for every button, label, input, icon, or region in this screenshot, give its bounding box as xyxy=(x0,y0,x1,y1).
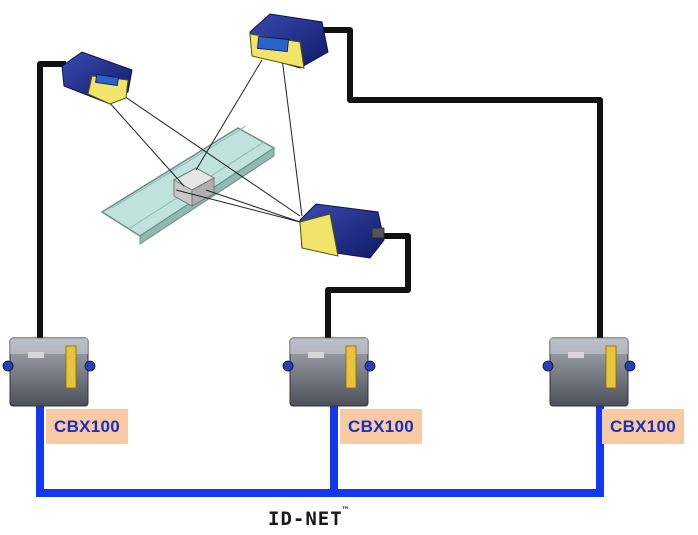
id-net-label: ID-NET™ xyxy=(268,506,350,530)
id-net-text: ID-NET xyxy=(268,508,343,530)
package-box xyxy=(172,167,216,207)
trademark-mark: ™ xyxy=(342,506,350,516)
scan-beams xyxy=(99,57,303,223)
id-net-bus xyxy=(36,400,604,497)
cbx100-label-left: CBX100 xyxy=(46,409,129,444)
cbx100-box-left xyxy=(2,337,96,407)
scanner-top-center xyxy=(249,13,329,69)
cbx100-label-right: CBX100 xyxy=(602,409,685,444)
scanner-top-left xyxy=(61,51,133,105)
cbx100-box-center xyxy=(282,337,376,407)
cable-left xyxy=(37,61,66,340)
cbx100-box-right xyxy=(542,337,636,407)
cable-center xyxy=(325,233,411,340)
scanner-center-right xyxy=(299,203,385,259)
device-cables xyxy=(37,27,603,340)
cable-right xyxy=(322,27,603,340)
cbx100-label-center: CBX100 xyxy=(340,409,423,444)
bus-left-drop xyxy=(36,400,604,497)
